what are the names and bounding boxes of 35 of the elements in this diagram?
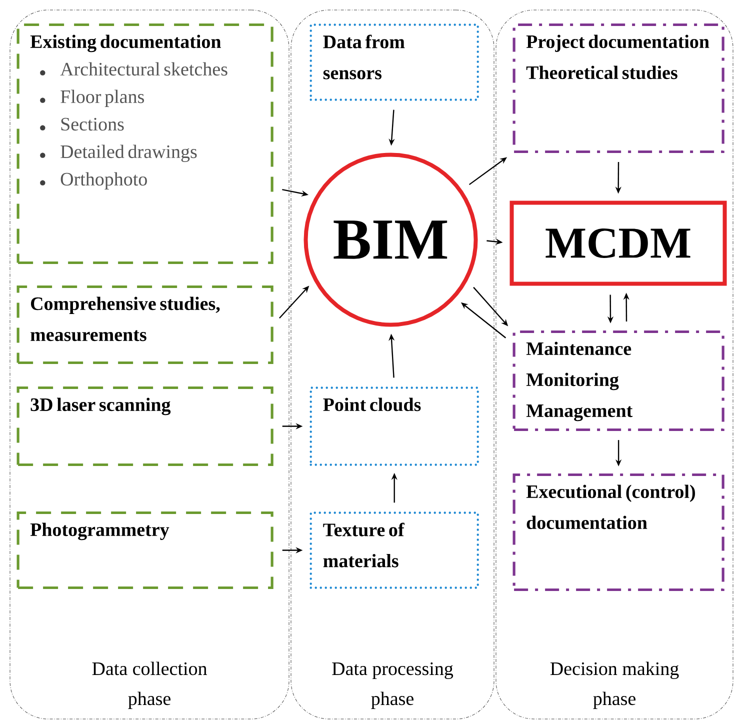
box-text: Photogrammetry (30, 522, 170, 540)
phase-column (290, 10, 494, 720)
box-text: Comprehensive studies, measurements (30, 296, 220, 342)
dotted-box (310, 24, 479, 101)
phase-column (496, 10, 734, 720)
box-text: 3D laser scanning (30, 398, 171, 416)
list-item: Sections (61, 118, 124, 131)
dashed-box (16, 23, 274, 264)
dotted-box (310, 512, 479, 589)
list-item: Architectural sketches (60, 62, 228, 76)
phase-column (10, 10, 290, 720)
box-text: Executional (control) documentation (526, 484, 695, 530)
node-label: MCDM (546, 228, 690, 258)
result-box (510, 200, 727, 286)
box-text: Existing documentation (30, 34, 221, 52)
list-item: Detailed drawings (60, 144, 197, 162)
phase-label: Decision making phase (550, 662, 679, 709)
list-item: Orthophoto (60, 172, 147, 190)
box-text: Management (526, 404, 633, 422)
box-text: Theoretical studies (526, 66, 678, 80)
dashed-box (16, 386, 274, 466)
box-text: Point clouds (323, 398, 421, 412)
dashed-box (16, 285, 274, 364)
box-text: Project documentation (526, 34, 710, 52)
box-text: Texture of materials (323, 522, 404, 568)
node-label: BIM (334, 220, 448, 259)
phase-label: Data processing phase (332, 662, 454, 709)
phase-label: Data collection phase (92, 662, 207, 709)
list-item: Floor plans (60, 90, 144, 107)
dashed-box (16, 511, 274, 590)
box-text: Monitoring (526, 372, 619, 390)
box-text: Maintenance (526, 342, 632, 356)
circle (304, 152, 478, 327)
dotted-box (310, 386, 479, 466)
box-text: Data from sensors (323, 34, 405, 80)
